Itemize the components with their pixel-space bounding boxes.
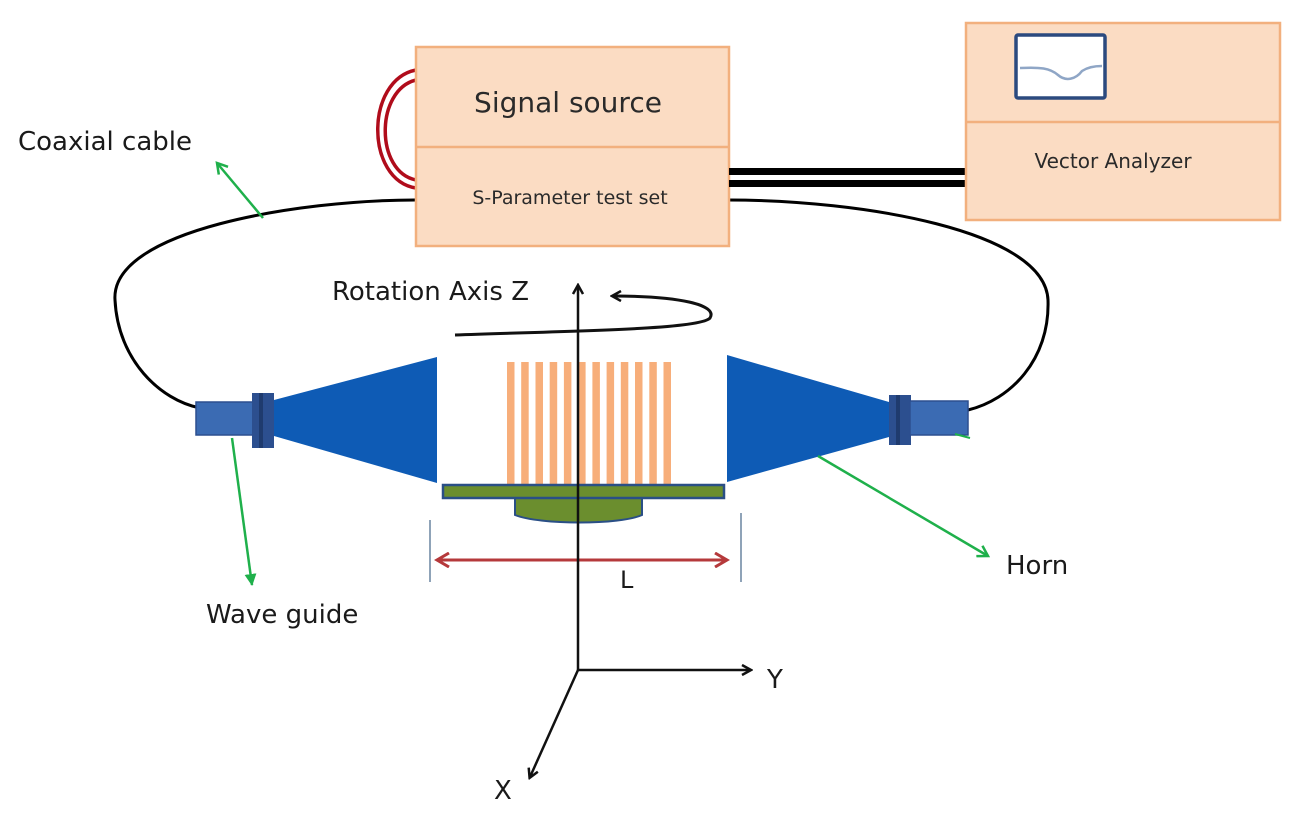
sample-slat (592, 362, 600, 484)
wave-guide-label: Wave guide (206, 600, 358, 630)
sample-slat (549, 362, 558, 484)
horn-pointer (817, 454, 988, 556)
axis-y-label: Y (766, 665, 783, 695)
rotation-axis-label: Rotation Axis Z (332, 277, 529, 307)
s-parameter-test-set-label: S-Parameter test set (472, 187, 667, 209)
waveguide-right-tick (954, 433, 971, 439)
coaxial-cable-pointer (217, 163, 264, 219)
horn-label: Horn (1006, 551, 1068, 581)
sample-slat (663, 362, 671, 484)
sample-slat (635, 362, 643, 484)
coaxial-cable-right (727, 198, 1050, 412)
sample-slat (521, 362, 529, 484)
rotation-arrow (454, 296, 713, 337)
vector-analyzer-unit: Vector Analyzer (964, 21, 1282, 222)
vector-analyzer-label: Vector Analyzer (1034, 149, 1192, 173)
left-horn (274, 357, 437, 483)
wave-guide-pointer (230, 437, 257, 586)
axis-x-label: X (494, 776, 512, 806)
coaxial-cable-label: Coaxial cable (18, 127, 192, 157)
sample-slat (578, 362, 586, 484)
left-horn-assembly (195, 357, 437, 483)
right-horn (727, 355, 889, 482)
sample-slat (563, 362, 572, 484)
coordinate-axes: Y X Rotation Axis Z (332, 277, 783, 806)
signal-source-unit: Signal source S-Parameter test set (414, 45, 731, 248)
sample-base (441, 483, 726, 524)
right-waveguide (909, 400, 969, 436)
right-horn-assembly (727, 355, 969, 482)
sample-slat (535, 362, 543, 484)
sample-under-test (507, 362, 671, 484)
rf-loop-cable (376, 68, 417, 190)
sample-slat (606, 362, 615, 484)
left-waveguide (195, 401, 255, 436)
sample-slat (620, 362, 629, 484)
waveform-display-icon (1014, 33, 1107, 100)
x-axis (530, 669, 580, 777)
length-label: L (620, 566, 634, 594)
coaxial-cable (113, 198, 416, 410)
sample-slat (507, 362, 515, 484)
signal-source-label: Signal source (474, 86, 662, 119)
sample-slat (649, 362, 657, 484)
length-dimension: L (429, 513, 742, 594)
instrument-link-cable (729, 168, 967, 187)
